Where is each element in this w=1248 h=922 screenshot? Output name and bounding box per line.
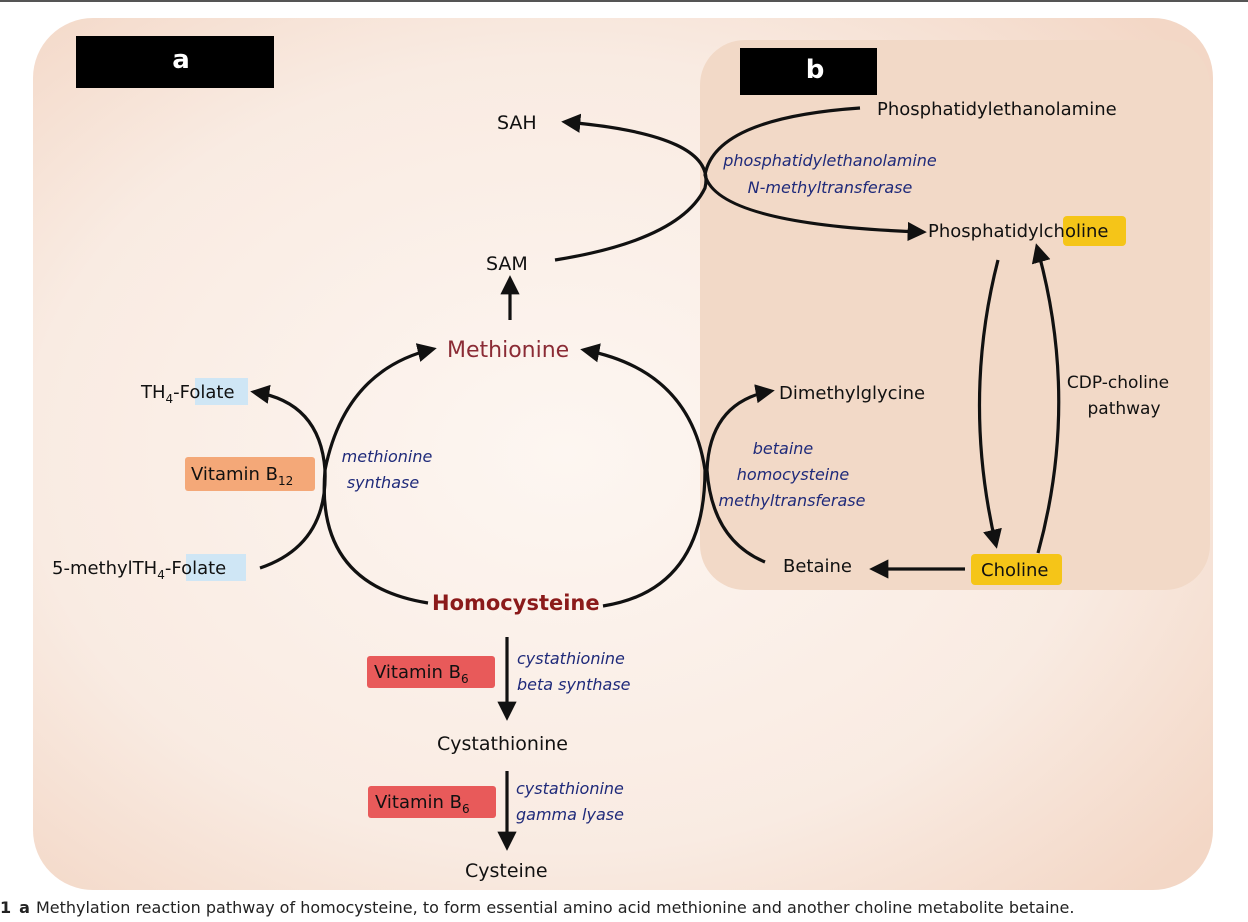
vitamin-b6-box-1: [367, 656, 495, 688]
cysteine-label: Cysteine: [465, 860, 548, 882]
phosphatidylcholine-label: Phosphatidylcholine: [928, 221, 1108, 242]
caption-text: Methylation reaction pathway of homocyst…: [35, 898, 1075, 917]
caption-panel-label: a: [19, 898, 30, 917]
cdp-choline-pathway-line1: CDP-choline: [1067, 373, 1169, 393]
panel-a-label-box: [76, 36, 274, 88]
sam-to-sah-arrow: [554, 113, 708, 262]
methionine-synthase-line2: synthase: [347, 473, 420, 492]
th4-folate-label: TH4-Folate: [140, 382, 235, 406]
pemt-enzyme-line2: N-methyltransferase: [748, 178, 913, 197]
pc-to-choline-arrow: [977, 259, 1002, 549]
pe-to-pc-arrow: [703, 106, 927, 242]
homocysteine-to-methionine-right-arc: [580, 343, 707, 608]
cystathionine-label: Cystathionine: [437, 733, 568, 755]
methyl-folate-highlight: [186, 554, 246, 581]
vitamin-b6-label-2: Vitamin B6: [375, 792, 470, 816]
methionine-label: Methionine: [447, 338, 569, 363]
cgl-enzyme-line1: cystathionine: [516, 779, 624, 798]
cdp-choline-pathway-line2: pathway: [1087, 399, 1160, 419]
betaine-label: Betaine: [783, 556, 852, 577]
vitamin-b12-box: [185, 457, 315, 491]
cbs-enzyme-line1: cystathionine: [517, 649, 625, 668]
th4-folate-highlight: [195, 378, 248, 405]
methyl-folate-label: 5-methylTH4-Folate: [52, 558, 226, 582]
pemt-enzyme-line1: phosphatidylethanolamine: [722, 151, 937, 170]
panel-b-label: b: [806, 55, 825, 85]
homocysteine-label: Homocysteine: [432, 591, 600, 615]
choline-to-pc-arrow: [1031, 243, 1061, 554]
panel-a-label: a: [172, 45, 190, 75]
bhmt-enzyme-line1: betaine: [753, 439, 814, 458]
methionine-synthase-line1: methionine: [342, 447, 433, 466]
panel-b-label-box: [740, 48, 877, 95]
bhmt-enzyme-line3: methyltransferase: [719, 491, 866, 510]
caption-figure-number: 1: [0, 898, 12, 917]
sah-label: SAH: [497, 112, 537, 134]
cgl-enzyme-line2: gamma lyase: [516, 805, 624, 824]
phosphatidylethanolamine-label: Phosphatidylethanolamine: [877, 99, 1117, 120]
dimethylglycine-label: Dimethylglycine: [779, 383, 925, 404]
folate-conversion-arc: [250, 384, 327, 570]
cbs-enzyme-line2: beta synthase: [517, 675, 631, 694]
vitamin-b6-box-2: [368, 786, 496, 818]
panel-b-background: [700, 40, 1210, 590]
betaine-to-dimethylglycine-arc: [705, 384, 775, 564]
sam-label: SAM: [486, 253, 528, 275]
vitamin-b12-label: Vitamin B12: [191, 464, 293, 488]
choline-label: Choline: [981, 560, 1048, 581]
choline-suffix-highlight: [1063, 216, 1126, 246]
top-border-line: [0, 0, 1248, 2]
choline-highlight: [971, 554, 1062, 585]
vitamin-b6-label-1: Vitamin B6: [374, 662, 469, 686]
bhmt-enzyme-line2: homocysteine: [737, 465, 850, 484]
